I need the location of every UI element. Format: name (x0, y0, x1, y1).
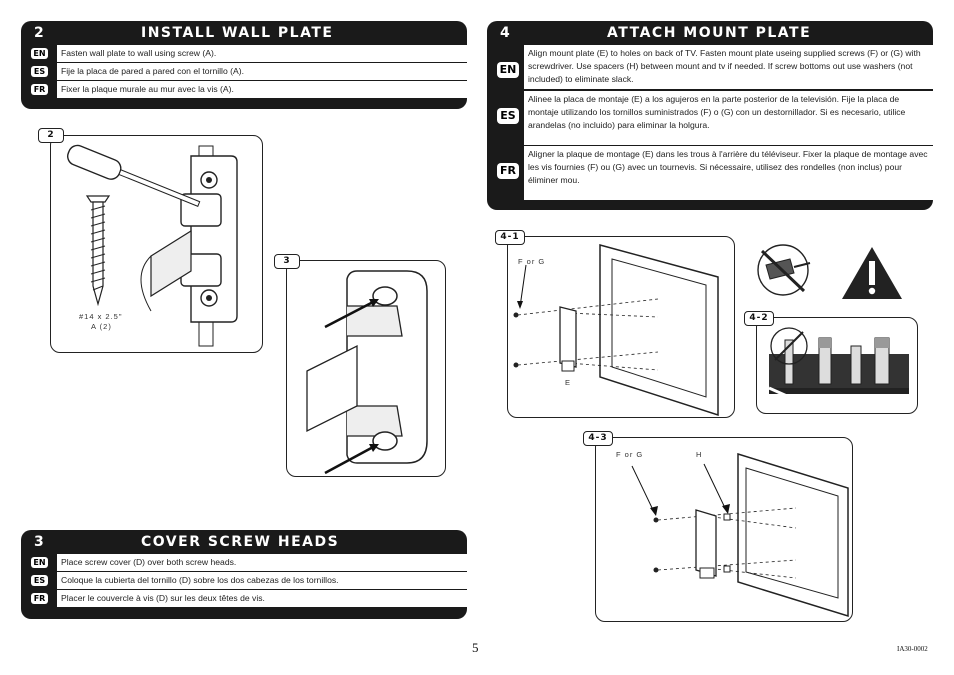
page-number: 5 (472, 640, 479, 655)
step-4-title: ATTACH MOUNT PLATE (607, 25, 812, 41)
screw-part-label: A (2) (91, 322, 112, 331)
step-4-row-en: EN Align mount plate (E) to holes on bac… (487, 45, 933, 89)
step-4-header: 4 ATTACH MOUNT PLATE (487, 21, 933, 45)
screw-spec-label: #14 x 2.5" (79, 312, 123, 321)
step-2-text-fr: Fixer la plaque murale au mur avec la vi… (57, 81, 467, 98)
step-2-row-fr: FR Fixer la plaque murale au mur avec la… (21, 81, 467, 98)
figure-4-3-tag: 4-3 (583, 431, 613, 446)
figure-4-2-callout (756, 317, 918, 414)
figure-4-2-tag: 4-2 (744, 311, 774, 326)
lang-tag-es: ES (31, 575, 48, 586)
step-3-row-en: EN Place screw cover (D) over both screw… (21, 554, 467, 571)
screw-cover-illustration (306, 270, 428, 475)
step-4-text-en: Align mount plate (E) to holes on back o… (524, 45, 933, 89)
step-3-text-es: Coloque la cubierta del tornillo (D) sob… (57, 572, 467, 589)
fig-4-1-plate-label: E (565, 378, 572, 387)
fig-4-3-screws-label: F or G (616, 450, 644, 459)
wall-plate-screw-illustration (67, 144, 238, 347)
step-3-row-es: ES Coloque la cubierta del tornillo (D) … (21, 572, 467, 589)
figure-2-tag: 2 (38, 128, 64, 143)
mount-plate-tv-illustration (513, 244, 719, 417)
step-3-text-fr: Placer le couvercle à vis (D) sur les de… (57, 590, 467, 607)
step-4-number: 4 (500, 25, 512, 41)
step-3-text-en: Place screw cover (D) over both screw he… (57, 554, 467, 571)
lang-tag-es: ES (497, 108, 519, 124)
drill-icon (757, 244, 811, 296)
screw-depth-illustration (768, 327, 909, 410)
figure-4-1-callout: F or G E (507, 236, 735, 418)
lang-tag-fr: FR (31, 84, 48, 95)
step-3-header: 3 COVER SCREW HEADS (21, 530, 467, 554)
figure-3-tag: 3 (274, 254, 300, 269)
lang-tag-fr: FR (31, 593, 48, 604)
step-4-row-fr: FR Aligner la plaque de montage (E) dans… (487, 146, 933, 200)
lang-tag-en: EN (497, 62, 519, 78)
document-code: IA30-0002 (897, 645, 928, 653)
fig-4-1-screws-label: F or G (518, 257, 546, 266)
step-2-row-es: ES Fije la placa de pared a pared con el… (21, 63, 467, 80)
step-2-number: 2 (34, 25, 46, 41)
figure-4-3-callout: F or G H (595, 437, 853, 622)
step-2-panel: 2 INSTALL WALL PLATE EN Fasten wall plat… (21, 21, 467, 109)
lang-tag-en: EN (31, 48, 48, 59)
step-2-title: INSTALL WALL PLATE (141, 25, 334, 41)
lang-tag-en: EN (31, 557, 48, 568)
figure-3-callout (286, 260, 446, 477)
step-2-header: 2 INSTALL WALL PLATE (21, 21, 467, 45)
step-2-text-en: Fasten wall plate to wall using screw (A… (57, 45, 467, 62)
step-4-text-es: Alinee la placa de montaje (E) a los agu… (524, 91, 933, 145)
lang-tag-fr: FR (497, 163, 519, 179)
lang-tag-es: ES (31, 66, 48, 77)
step-2-row-en: EN Fasten wall plate to wall using screw… (21, 45, 467, 62)
figure-2-callout: #14 x 2.5" A (2) (50, 135, 263, 353)
fig-4-3-spacers-label: H (696, 450, 703, 459)
mount-plate-spacer-illustration (631, 452, 849, 618)
step-3-panel: 3 COVER SCREW HEADS EN Place screw cover… (21, 530, 467, 619)
figure-4-1-tag: 4-1 (495, 230, 525, 245)
step-3-number: 3 (34, 534, 46, 550)
step-3-title: COVER SCREW HEADS (141, 534, 340, 550)
step-2-text-es: Fije la placa de pared a pared con el to… (57, 63, 467, 80)
step-4-row-es: ES Alinee la placa de montaje (E) a los … (487, 91, 933, 145)
step-4-text-fr: Aligner la plaque de montage (E) dans le… (524, 146, 933, 200)
step-4-panel: 4 ATTACH MOUNT PLATE EN Align mount plat… (487, 21, 933, 210)
warning-icon (842, 247, 902, 299)
step-3-row-fr: FR Placer le couvercle à vis (D) sur les… (21, 590, 467, 607)
